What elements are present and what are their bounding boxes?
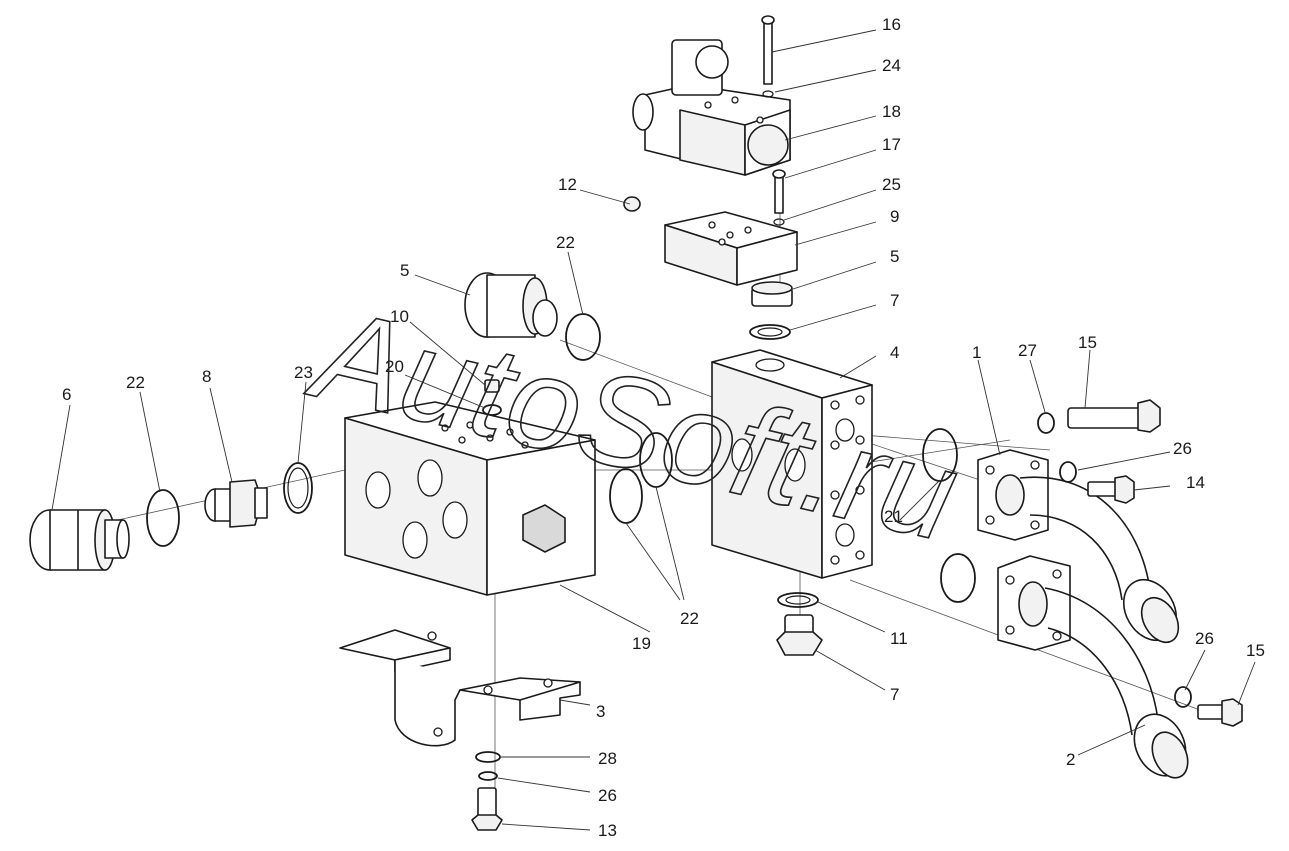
callout-4: 4	[890, 343, 899, 362]
callout-7-top: 7	[890, 291, 899, 310]
washer-25	[773, 218, 785, 226]
callout-28: 28	[598, 749, 617, 768]
solenoid-valve	[632, 39, 791, 176]
washer-26-bottom	[478, 771, 498, 781]
callout-2: 2	[1066, 750, 1075, 769]
callout-22-left: 22	[126, 373, 145, 392]
callout-5-right: 5	[890, 247, 899, 266]
swivel-fitting-5	[464, 272, 558, 338]
connector-6	[29, 509, 130, 571]
washer-28	[475, 751, 501, 763]
callout-13: 13	[598, 821, 617, 840]
plug-12	[623, 196, 641, 212]
washer-24	[762, 90, 774, 98]
callout-26-right: 26	[1173, 439, 1192, 458]
plug-7-bottom	[776, 614, 823, 656]
leader-lines	[51, 29, 1256, 831]
callout-26-lower-right: 26	[1195, 629, 1214, 648]
adapter-plate	[664, 211, 798, 286]
callout-7-bottom: 7	[890, 685, 899, 704]
callout-9: 9	[890, 207, 899, 226]
screw-17	[772, 169, 786, 214]
callout-1: 1	[972, 343, 981, 362]
callout-15-upper: 15	[1078, 333, 1097, 352]
bolt-15-upper	[1067, 399, 1161, 433]
seal-7-top	[749, 324, 791, 340]
fitting-5-top	[751, 281, 793, 307]
callout-12: 12	[558, 175, 577, 194]
o-ring-21-upper	[922, 428, 958, 482]
callout-22-upper: 22	[556, 233, 575, 252]
callout-18: 18	[882, 102, 901, 121]
callout-17: 17	[882, 135, 901, 154]
manifold-block-19	[344, 401, 596, 596]
plug-10	[484, 379, 500, 393]
seal-11	[777, 592, 819, 608]
bolt-14	[1087, 475, 1135, 504]
hose-assembly-1	[977, 449, 1180, 644]
bolt-13	[471, 787, 503, 831]
callout-22-middle: 22	[680, 609, 699, 628]
callout-27: 27	[1018, 341, 1037, 360]
callout-14: 14	[1186, 473, 1205, 492]
callout-8: 8	[202, 367, 211, 386]
callout-23: 23	[294, 363, 313, 382]
callout-labels: 16 24 18 17 12 25 9 22 5 5 10 7 4 1 27 1…	[62, 15, 1265, 840]
mounting-bracket-3	[339, 629, 581, 747]
callout-16: 16	[882, 15, 901, 34]
o-ring-21-lower	[940, 553, 976, 603]
o-ring-23	[283, 462, 313, 514]
callout-19: 19	[632, 634, 651, 653]
bolt-15-lower	[1197, 698, 1243, 727]
callout-3: 3	[596, 702, 605, 721]
callout-24: 24	[882, 56, 901, 75]
valve-body-4	[711, 349, 873, 579]
callout-26-bottom: 26	[598, 786, 617, 805]
callout-20: 20	[385, 357, 404, 376]
washer-27	[1037, 412, 1055, 434]
hose-assembly-2	[997, 555, 1189, 779]
callout-25: 25	[882, 175, 901, 194]
washer-26-lower-right	[1174, 686, 1192, 708]
washer-26-right	[1059, 461, 1077, 483]
callout-5-left: 5	[400, 261, 409, 280]
callout-15-lower: 15	[1246, 641, 1265, 660]
callout-11: 11	[890, 629, 908, 648]
callout-10: 10	[390, 307, 409, 326]
callout-21: 21	[884, 507, 903, 526]
screw-16	[761, 15, 775, 85]
o-ring-22-left	[146, 489, 180, 547]
adapter-8	[204, 479, 268, 528]
callout-6: 6	[62, 385, 71, 404]
